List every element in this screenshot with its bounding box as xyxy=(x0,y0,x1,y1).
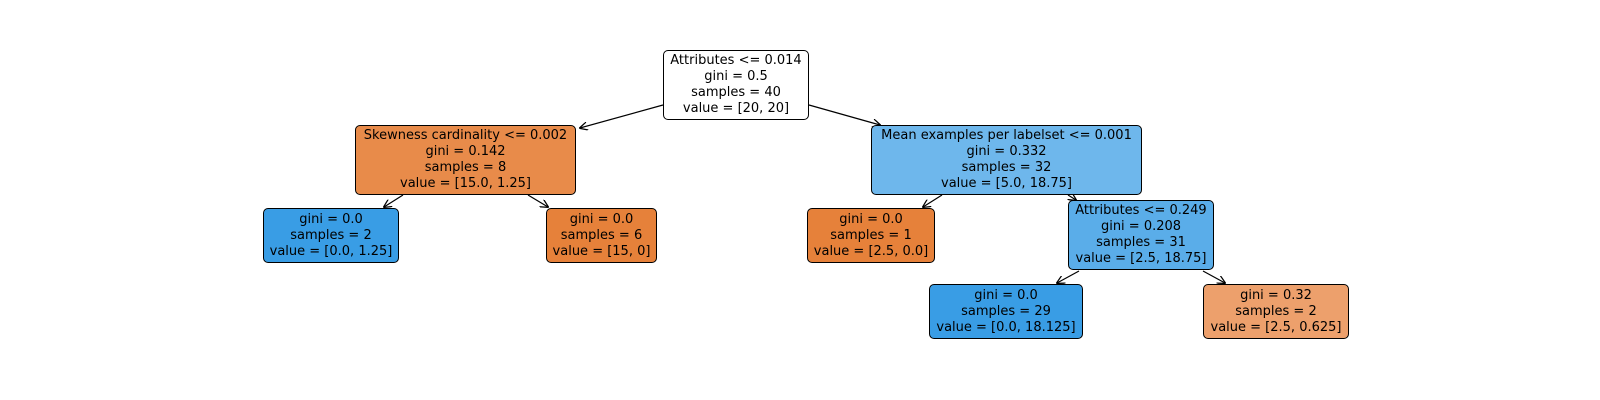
tree-leaf-left-right: gini = 0.0 samples = 6 value = [15, 0] xyxy=(546,208,657,263)
node-split-label: Attributes <= 0.249 xyxy=(1075,203,1207,218)
node-samples-label: samples = 6 xyxy=(560,227,643,243)
tree-node-right: Mean examples per labelset <= 0.001 gini… xyxy=(871,125,1142,195)
node-gini-label: gini = 0.5 xyxy=(704,69,768,84)
node-value-label: value = [15, 0] xyxy=(552,243,651,259)
node-value-label: value = [2.5, 0.625] xyxy=(1210,319,1342,335)
node-samples-label: samples = 29 xyxy=(961,303,1051,319)
node-samples-label: samples = 2 xyxy=(290,227,372,243)
tree-leaf-rr-right: gini = 0.32 samples = 2 value = [2.5, 0.… xyxy=(1203,284,1349,339)
node-value-label: value = [0.0, 18.125] xyxy=(936,319,1076,335)
node-split-label: Attributes <= 0.014 xyxy=(670,53,802,68)
tree-leaf-rr-left: gini = 0.0 samples = 29 value = [0.0, 18… xyxy=(929,284,1083,339)
edge-root-to-left xyxy=(580,104,664,128)
node-value-label: value = [20, 20] xyxy=(682,101,790,116)
edge-right-right-to-rr-right xyxy=(1202,270,1225,283)
node-samples-label: samples = 40 xyxy=(691,85,781,100)
tree-node-left: Skewness cardinality <= 0.002 gini = 0.1… xyxy=(355,125,576,195)
node-gini-label: gini = 0.0 xyxy=(299,211,363,227)
node-samples-label: samples = 32 xyxy=(961,160,1052,175)
node-gini-label: gini = 0.208 xyxy=(1100,219,1182,234)
edge-right-to-right-left xyxy=(923,194,943,207)
edge-left-to-left-right xyxy=(527,194,548,207)
node-value-label: value = [5.0, 18.75] xyxy=(941,176,1072,191)
tree-leaf-left-left: gini = 0.0 samples = 2 value = [0.0, 1.2… xyxy=(263,208,399,263)
node-split-label: Mean examples per labelset <= 0.001 xyxy=(881,128,1132,143)
node-gini-label: gini = 0.0 xyxy=(974,287,1038,303)
node-samples-label: samples = 2 xyxy=(1235,303,1317,319)
node-gini-label: gini = 0.32 xyxy=(1240,287,1312,303)
node-gini-label: gini = 0.142 xyxy=(425,144,506,159)
tree-node-right-right: Attributes <= 0.249 gini = 0.208 samples… xyxy=(1068,200,1214,270)
node-samples-label: samples = 31 xyxy=(1096,235,1186,250)
node-split-label: Skewness cardinality <= 0.002 xyxy=(363,128,568,143)
node-gini-label: gini = 0.0 xyxy=(569,211,634,227)
node-value-label: value = [0.0, 1.25] xyxy=(269,243,393,259)
edge-root-to-right xyxy=(808,104,880,125)
tree-leaf-right-left: gini = 0.0 samples = 1 value = [2.5, 0.0… xyxy=(807,208,935,263)
edge-right-right-to-rr-left xyxy=(1057,270,1080,283)
node-gini-label: gini = 0.0 xyxy=(839,211,903,227)
node-gini-label: gini = 0.332 xyxy=(966,144,1047,159)
node-samples-label: samples = 1 xyxy=(830,227,912,243)
node-value-label: value = [2.5, 18.75] xyxy=(1075,251,1207,266)
edge-right-to-right-right xyxy=(1068,195,1076,200)
node-value-label: value = [2.5, 0.0] xyxy=(813,243,929,259)
node-samples-label: samples = 8 xyxy=(424,160,507,175)
edge-left-to-left-left xyxy=(384,194,404,207)
node-value-label: value = [15.0, 1.25] xyxy=(400,176,531,191)
tree-node-root: Attributes <= 0.014 gini = 0.5 samples =… xyxy=(663,50,809,120)
